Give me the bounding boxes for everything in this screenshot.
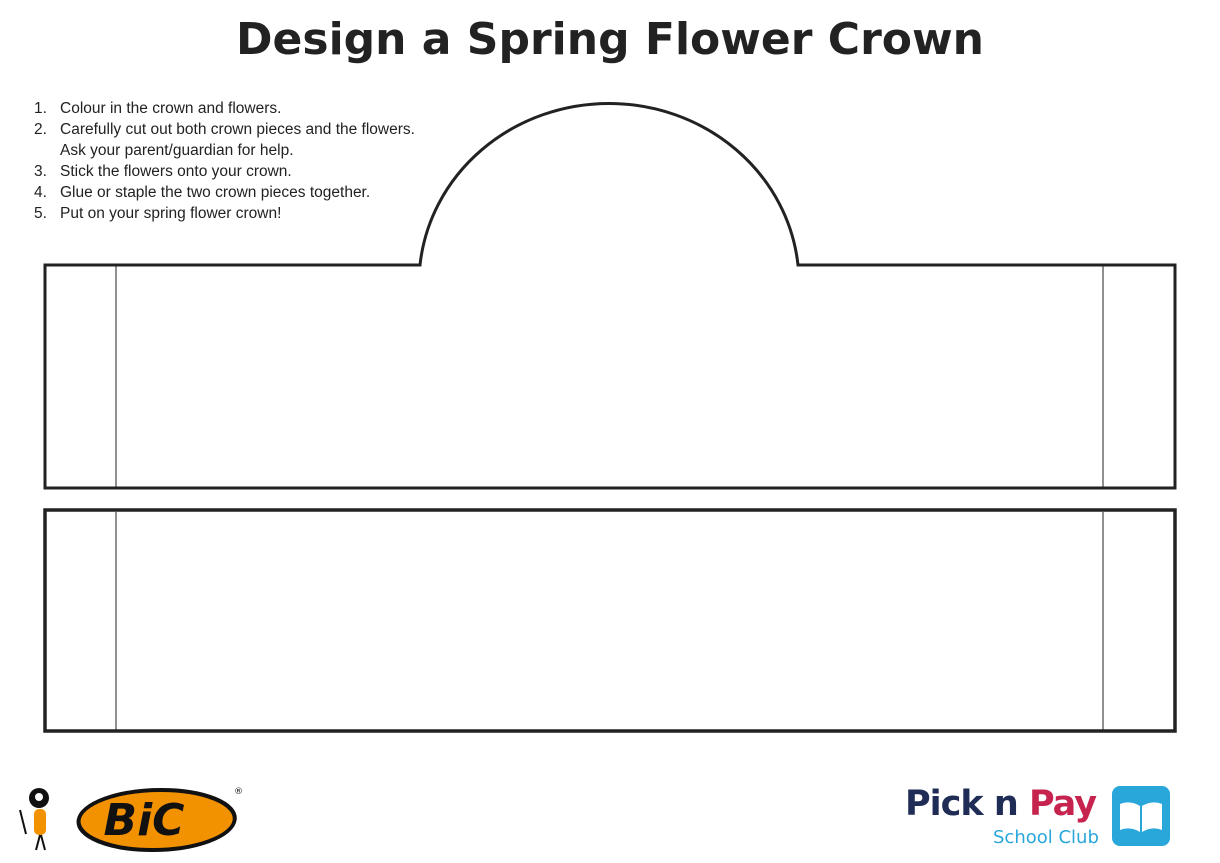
bic-logo: BiC ® xyxy=(19,787,243,852)
instruction-item: 1.Colour in the crown and flowers. xyxy=(34,100,282,117)
bic-wordmark: BiC xyxy=(104,795,185,846)
page-title: Design a Spring Flower Crown xyxy=(236,14,984,65)
crown-piece-back xyxy=(43,508,1177,733)
crown-piece-front xyxy=(43,102,1177,490)
instruction-item: 5.Put on your spring flower crown! xyxy=(34,205,282,222)
instructions-list: 1.Colour in the crown and flowers. 2.Car… xyxy=(30,98,435,224)
bic-boy-icon xyxy=(19,788,49,851)
pnp-school-club-logo: Pick n Pay School Club xyxy=(905,784,1175,850)
registered-mark: ® xyxy=(234,787,243,797)
instruction-item: 4.Glue or staple the two crown pieces to… xyxy=(34,184,371,201)
bic-oval xyxy=(76,788,237,852)
open-book-icon xyxy=(1112,786,1170,846)
instruction-item: 2.Carefully cut out both crown pieces an… xyxy=(34,121,415,159)
pnp-wordmark: Pick n Pay xyxy=(905,784,1097,824)
school-club-label: School Club xyxy=(993,827,1099,848)
instruction-item: 3.Stick the flowers onto your crown. xyxy=(34,163,292,180)
